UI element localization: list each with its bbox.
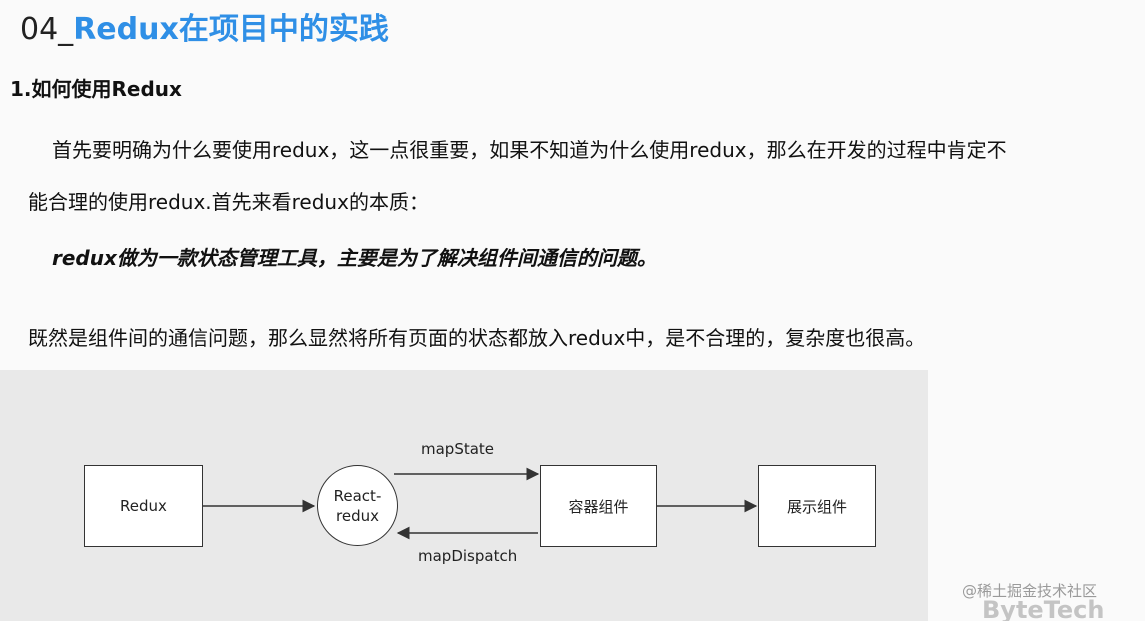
- bytetech-watermark: ByteTech: [982, 596, 1105, 621]
- presentational-component-node: 展示组件: [758, 465, 876, 547]
- react-redux-label-line2: redux: [336, 506, 379, 525]
- container-component-label: 容器组件: [568, 497, 629, 516]
- redux-flow-diagram: Redux React- redux 容器组件 展示组件 mapState ma…: [0, 370, 928, 621]
- map-dispatch-label: mapDispatch: [418, 547, 518, 565]
- react-redux-label-line1: React-: [333, 486, 382, 505]
- container-component-node: 容器组件: [540, 465, 657, 547]
- map-state-label: mapState: [421, 440, 495, 458]
- title-prefix: 04_: [20, 12, 74, 47]
- redux-node-label: Redux: [120, 497, 167, 515]
- section-heading: 1.如何使用Redux: [10, 77, 182, 101]
- community-watermark: @稀土掘金技术社区: [962, 582, 1098, 600]
- paragraph-emphasis: redux做为一款状态管理工具，主要是为了解决组件间通信的问题。: [52, 246, 657, 270]
- title-main: Redux在项目中的实践: [73, 12, 389, 47]
- page-title: 04_Redux在项目中的实践: [20, 10, 389, 50]
- paragraph-1: 首先要明确为什么要使用redux，这一点很重要，如果不知道为什么使用redux，…: [52, 138, 1007, 162]
- paragraph-2: 能合理的使用redux.首先来看redux的本质：: [28, 190, 429, 214]
- react-redux-node: React- redux: [317, 465, 398, 546]
- redux-node: Redux: [84, 465, 203, 547]
- presentational-component-label: 展示组件: [786, 497, 847, 516]
- paragraph-3: 既然是组件间的通信问题，那么显然将所有页面的状态都放入redux中，是不合理的，…: [28, 326, 926, 350]
